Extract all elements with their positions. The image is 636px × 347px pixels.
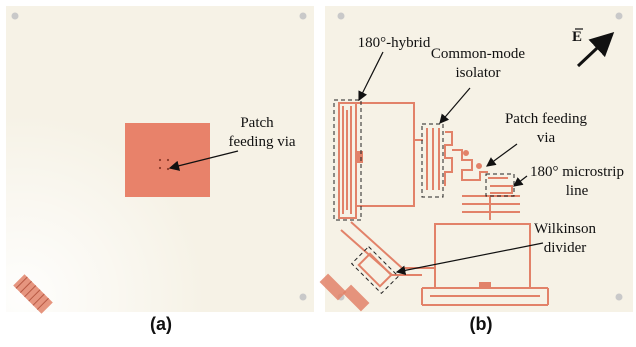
microstrip-label-line1: 180° microstrip — [530, 164, 624, 180]
isolator-circuit — [414, 128, 488, 190]
mount-hole — [299, 12, 307, 20]
isolator-label-line1: Common-mode — [431, 46, 526, 62]
via-dot — [166, 167, 170, 171]
via-dot — [158, 166, 162, 170]
mount-hole — [615, 12, 623, 20]
panel-b: E 180°-hybrid Common-mode isolator Patch… — [319, 6, 633, 312]
via-label-line2: via — [537, 130, 556, 146]
mount-hole — [615, 293, 623, 301]
patch-label-line1: Patch — [240, 115, 274, 131]
mount-hole — [11, 12, 19, 20]
microstrip-label-line2: line — [566, 183, 589, 199]
isolator-label-line2: isolator — [456, 65, 501, 81]
hybrid-label: 180°-hybrid — [358, 35, 431, 51]
wilkinson-label-line2: divider — [544, 240, 587, 256]
mount-hole — [299, 293, 307, 301]
caption-a: (a) — [150, 314, 172, 334]
efield-arrow — [576, 31, 615, 68]
isolator-box — [421, 123, 444, 198]
panel-a: Patch feeding via — [6, 6, 314, 314]
hybrid-circuit — [338, 102, 415, 219]
patch-via-arrow — [168, 150, 239, 171]
via-dot — [158, 158, 162, 162]
mount-hole — [337, 12, 345, 20]
hybrid-box — [333, 99, 362, 221]
microstrip-circuit — [462, 177, 520, 220]
annotation-arrows — [358, 51, 544, 276]
via-dot — [166, 158, 170, 162]
wilkinson-label-line1: Wilkinson — [534, 221, 596, 237]
via-label-line1: Patch feeding — [505, 111, 588, 127]
patch-label-line2: feeding via — [228, 134, 295, 150]
corner-connectors-b — [319, 273, 370, 312]
corner-connector-a — [13, 274, 53, 314]
efield-label: E — [572, 29, 582, 45]
caption-b: (b) — [469, 314, 493, 334]
wilkinson-circuit — [350, 245, 400, 295]
